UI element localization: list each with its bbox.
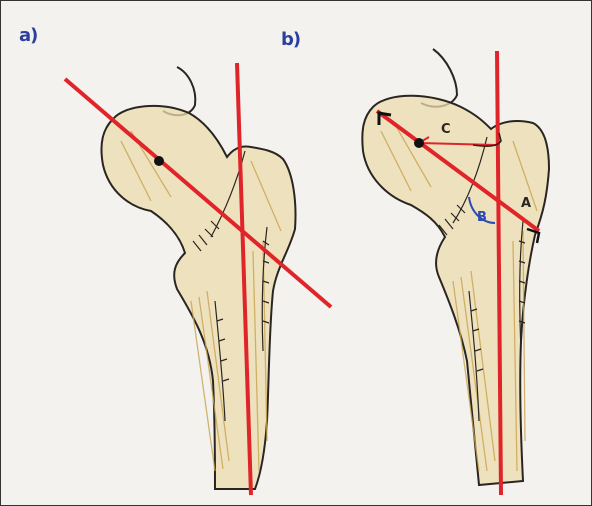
femur-a — [65, 63, 331, 495]
label-b: B — [477, 210, 487, 225]
label-a: A — [521, 196, 531, 211]
head-center-point-a — [154, 156, 164, 166]
bone-outline-b — [362, 96, 549, 485]
femur-b: C B A — [362, 49, 549, 495]
head-center-point-b — [414, 138, 424, 148]
label-c: C — [441, 122, 451, 137]
